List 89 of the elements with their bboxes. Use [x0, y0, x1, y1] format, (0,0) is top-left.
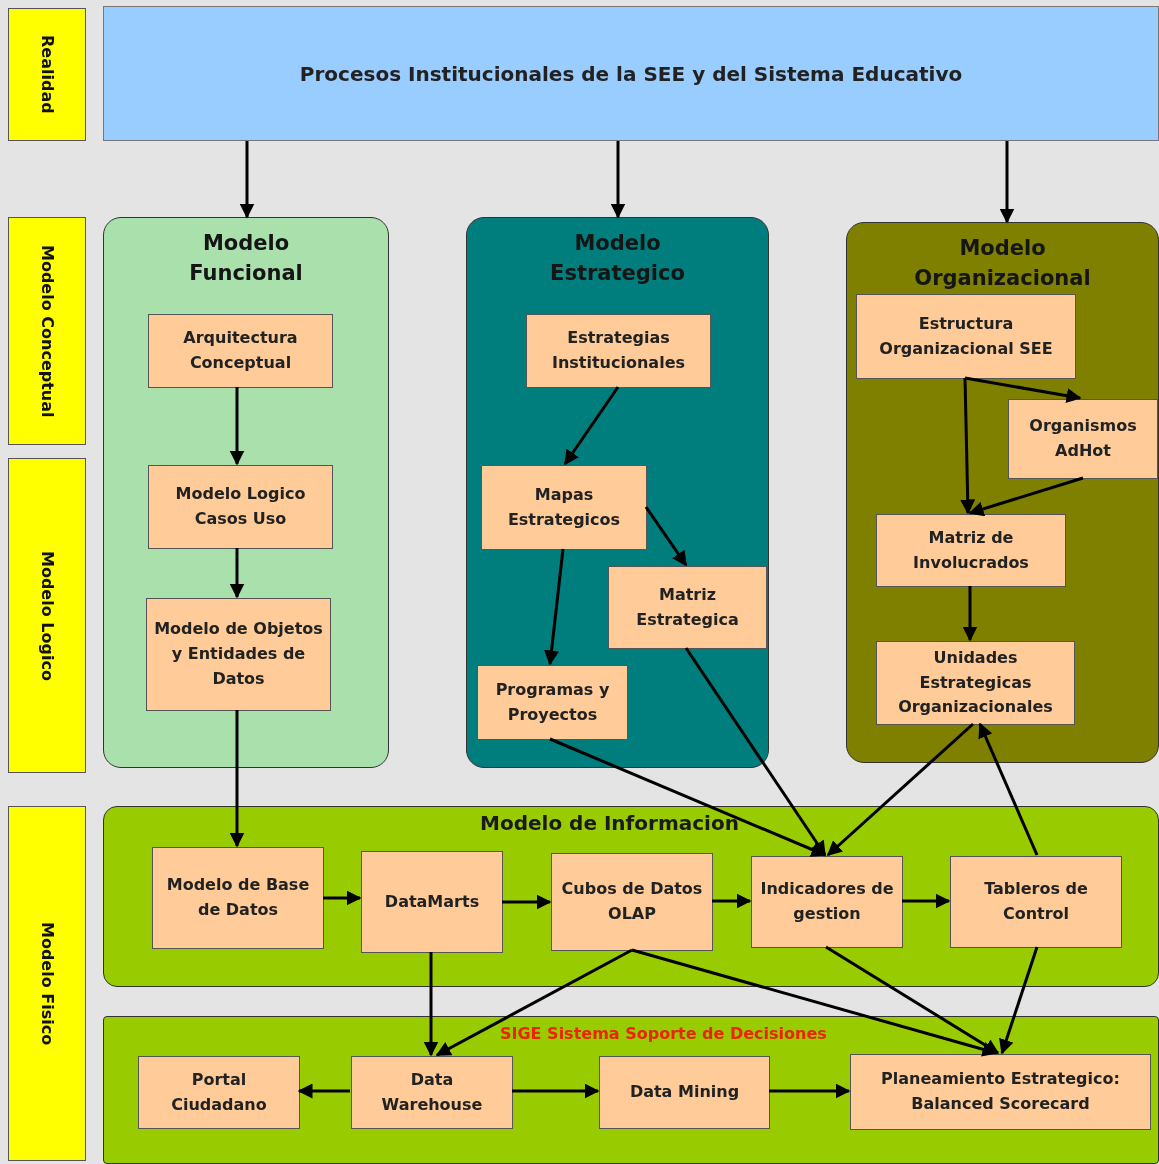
box-text: Modelo de Base de Datos [165, 874, 311, 921]
box-text: Data Mining [629, 1081, 740, 1104]
box-text: Cubos de Datos OLAP [560, 878, 704, 925]
arrow [502, 894, 552, 910]
model-panel [846, 222, 1159, 763]
arrow [229, 387, 245, 466]
process-box [850, 1054, 1151, 1130]
arrow [825, 945, 1000, 1055]
row-label-band [8, 806, 86, 1161]
arrow [610, 141, 626, 219]
box-text: Organismos AdHot [1028, 415, 1138, 462]
process-box [876, 514, 1066, 587]
row-label: Modelo Fisico [37, 921, 57, 1046]
arrow [684, 647, 827, 857]
band-title: Modelo de Informacion [480, 811, 739, 835]
arrow [229, 710, 245, 848]
arrow [826, 722, 974, 857]
arrow [512, 1083, 600, 1099]
box-text: Mapas Estrategicos [506, 483, 622, 531]
band-title: SIGE Sistema Soporte de Decisiones [500, 1024, 827, 1043]
arrow [978, 722, 1039, 856]
arrow [964, 376, 1082, 404]
arrow [323, 890, 362, 906]
process-box [477, 665, 628, 740]
row-label: Modelo Conceptual [37, 244, 57, 418]
process-box [1008, 399, 1158, 479]
arrow [962, 586, 978, 642]
box-text: Matriz de Involucrados [912, 526, 1030, 574]
box-text: DataMarts [384, 890, 480, 913]
process-box [481, 465, 647, 550]
process-banner [103, 6, 1159, 141]
box-text: Data Warehouse [380, 1068, 484, 1116]
arrow [631, 948, 998, 1057]
process-box [608, 566, 767, 649]
arrow [712, 893, 752, 909]
arrow [644, 506, 688, 567]
arrow [549, 737, 827, 857]
arrow [769, 1083, 851, 1099]
arrow [239, 141, 255, 219]
box-text: Tableros de Control [983, 878, 1089, 925]
arrow [960, 377, 976, 515]
process-box [950, 856, 1122, 948]
box-text: Arquitectura Conceptual [182, 327, 299, 374]
box-text: Unidades Estrategicas Organizacionales [897, 646, 1054, 719]
box-text: Planeamiento Estrategico: Balanced Scorecard [880, 1068, 1121, 1115]
arrow [297, 1083, 350, 1099]
process-box [526, 314, 711, 388]
arrow [902, 893, 951, 909]
box-text: Indicadores de gestion [759, 878, 895, 925]
process-box [138, 1056, 300, 1129]
arrow [435, 948, 633, 1057]
process-box [876, 641, 1075, 725]
system-band [103, 1016, 1159, 1164]
panel-title: Modelo Funcional [188, 230, 304, 288]
arrow [229, 548, 245, 599]
model-panel [466, 217, 769, 768]
process-box [351, 1056, 513, 1129]
row-label-band [8, 8, 86, 141]
banner-text: Procesos Institucionales de la SEE y del Sistema Educativo [299, 61, 963, 86]
process-box [751, 856, 903, 948]
box-text: Programas y Proyectos [494, 678, 611, 726]
model-band [103, 806, 1159, 987]
arrow [999, 946, 1039, 1055]
arrow [968, 476, 1084, 517]
box-text: Modelo Logico Casos Uso [174, 483, 307, 530]
process-box [551, 853, 713, 951]
box-text: Estrategias Institucionales [550, 327, 686, 374]
arrow [563, 386, 620, 466]
arrow [999, 141, 1015, 224]
process-box [146, 598, 331, 711]
panel-title: Modelo Estrategico [549, 230, 686, 288]
panel-title: Modelo Organizacional [913, 235, 1092, 293]
process-box [148, 465, 333, 549]
row-label-band [8, 458, 86, 773]
arrow [544, 548, 565, 666]
model-panel [103, 217, 389, 768]
row-label-band [8, 217, 86, 445]
process-box [856, 294, 1076, 379]
box-text: Matriz Estrategica [635, 583, 740, 631]
arrow [423, 952, 439, 1057]
row-label: Modelo Logico [37, 550, 57, 681]
process-box [361, 851, 503, 953]
row-label: Realidad [37, 35, 57, 114]
process-box [599, 1056, 770, 1129]
process-box [152, 847, 324, 949]
box-text: Modelo de Objetos y Entidades de Datos [153, 618, 324, 690]
box-text: Estructura Organizacional SEE [878, 312, 1054, 360]
box-text: Portal Ciudadano [170, 1068, 268, 1116]
process-box [148, 314, 333, 388]
